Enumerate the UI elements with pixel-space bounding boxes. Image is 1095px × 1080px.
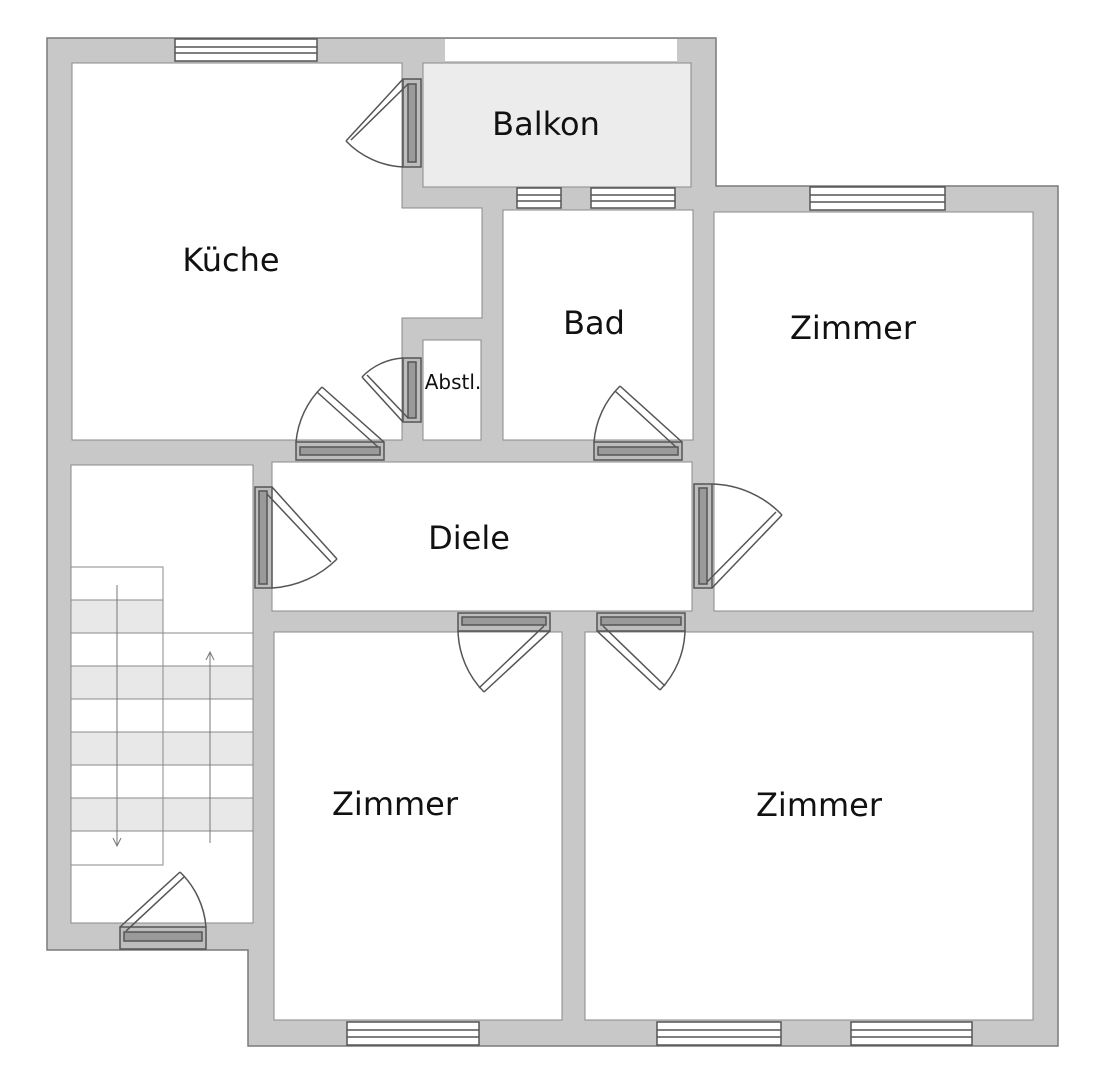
labels: Küche Balkon Bad Abstl. Zimmer Diele Zim… bbox=[182, 105, 916, 824]
window-balcony-rail bbox=[445, 39, 677, 61]
label-bad: Bad bbox=[563, 304, 625, 342]
windows bbox=[174, 38, 973, 1046]
door-diele-zimmer-east bbox=[693, 483, 783, 589]
staircase bbox=[70, 566, 254, 866]
door-bad-diele bbox=[593, 385, 683, 461]
label-balkon: Balkon bbox=[492, 105, 600, 143]
window bbox=[516, 187, 562, 209]
label-zimmer-east: Zimmer bbox=[790, 309, 917, 347]
room-zimmer-east bbox=[713, 211, 1034, 612]
stair-tread bbox=[162, 797, 254, 832]
door-diele-zimmer-south-east bbox=[596, 612, 686, 691]
room-diele bbox=[271, 461, 693, 612]
door-kueche-balkon bbox=[345, 78, 422, 168]
window bbox=[346, 1021, 480, 1046]
window bbox=[850, 1021, 973, 1046]
door-diele-zimmer-south-west bbox=[457, 612, 551, 693]
label-zimmer-south-west: Zimmer bbox=[332, 785, 459, 823]
window bbox=[590, 187, 676, 209]
arrow-up-icon bbox=[205, 650, 215, 661]
room-bad bbox=[502, 209, 694, 441]
room-kueche bbox=[71, 62, 483, 441]
label-zimmer-south-east: Zimmer bbox=[756, 786, 883, 824]
room-zimmer-south-east bbox=[584, 631, 1034, 1021]
label-abstellraum: Abstl. bbox=[425, 370, 482, 394]
door-abstellraum bbox=[361, 357, 422, 423]
doors bbox=[119, 78, 783, 950]
door-kueche-diele bbox=[295, 386, 385, 461]
window bbox=[656, 1021, 782, 1046]
label-kueche: Küche bbox=[182, 241, 279, 279]
room-zimmer-south-west bbox=[273, 631, 563, 1021]
arrow-down-icon bbox=[112, 837, 122, 848]
door-diele-treppenhaus bbox=[254, 486, 338, 589]
room-balkon bbox=[422, 62, 692, 188]
stair-tread bbox=[162, 731, 254, 766]
window bbox=[809, 186, 946, 211]
door-entrance bbox=[119, 871, 207, 950]
stair-tread bbox=[162, 665, 254, 700]
room-abstellraum bbox=[422, 339, 482, 441]
label-diele: Diele bbox=[428, 519, 510, 557]
window bbox=[174, 38, 318, 62]
